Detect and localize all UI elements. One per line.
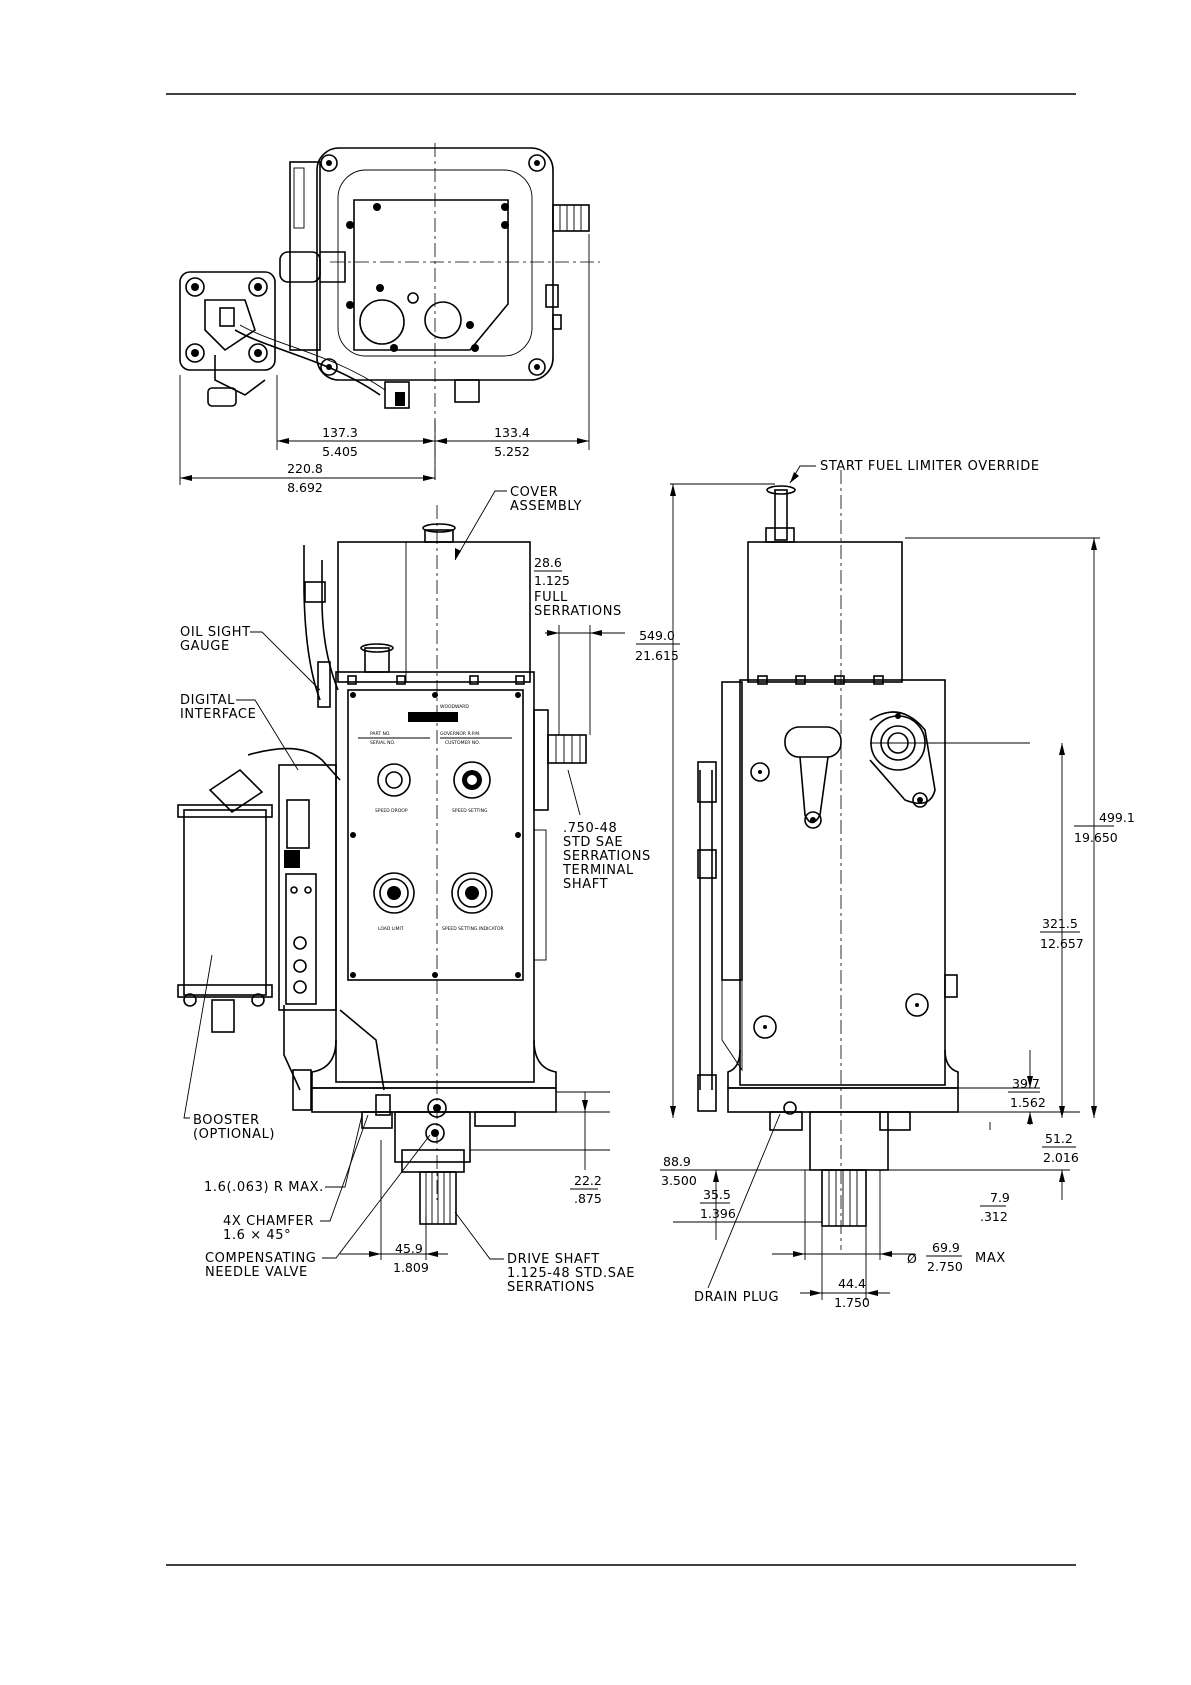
dim-45-mm: 45.9 <box>395 1241 423 1256</box>
label-terminal-shaft: SHAFT <box>563 877 608 892</box>
panel-speed-droop: SPEED DROOP <box>375 808 408 814</box>
oil-sight-gauge <box>317 661 331 708</box>
front-terminal-shaft <box>547 734 587 764</box>
dim-133-in: 5.252 <box>494 444 530 459</box>
dim-133-mm: 133.4 <box>494 425 530 440</box>
speed-setting-dial <box>453 761 491 799</box>
front-cover-assembly <box>337 541 531 683</box>
dim-549-in: 21.615 <box>635 648 679 663</box>
dim-69-mm: 69.9 <box>932 1240 960 1255</box>
label-terminal-std: STD SAE <box>563 835 623 850</box>
panel-customer-no: CUSTOMER NO. <box>445 740 480 746</box>
side-main-body <box>739 679 946 1086</box>
dim-7-in: .312 <box>980 1209 1008 1224</box>
dim-220-mm: 220.8 <box>287 461 323 476</box>
label-drain-plug: DRAIN PLUG <box>694 1290 779 1305</box>
start-fuel-limiter <box>774 489 788 541</box>
label-compensating: COMPENSATING <box>205 1251 316 1266</box>
label-digital: DIGITAL <box>180 693 235 708</box>
label-needle-valve: NEEDLE VALVE <box>205 1265 308 1280</box>
dim-39-mm: 39.7 <box>1012 1076 1040 1091</box>
digital-interface-box <box>278 764 337 1011</box>
cover-plate <box>353 199 509 351</box>
top-housing <box>316 147 554 381</box>
label-assembly: ASSEMBLY <box>510 499 582 514</box>
label-booster: BOOSTER <box>193 1113 260 1128</box>
label-chamfer: 4X CHAMFER <box>223 1214 314 1229</box>
load-limit-dial <box>373 872 415 914</box>
dim-220-in: 8.692 <box>287 480 323 495</box>
dim-22-in: .875 <box>574 1191 602 1206</box>
side-drive-shaft <box>821 1169 867 1227</box>
label-drive-spec: 1.125-48 STD.SAE <box>507 1266 635 1281</box>
label-drive-shaft: DRIVE SHAFT <box>507 1252 600 1267</box>
dial-panel <box>347 689 524 981</box>
speed-indicator-dial <box>451 872 493 914</box>
panel-brand: WOODWARD <box>440 704 469 710</box>
label-radius: 1.6(.063) R MAX. <box>204 1180 324 1195</box>
label-chamfer-size: 1.6 × 45° <box>223 1228 291 1243</box>
panel-load-limit: LOAD LIMIT <box>378 926 404 932</box>
dim-499-mm: 499.1 <box>1099 810 1135 825</box>
dim-137-in: 5.405 <box>322 444 358 459</box>
label-terminal-750: .750-48 <box>563 821 617 836</box>
dim-137-mm: 137.3 <box>322 425 358 440</box>
top-dimensions: 137.3 5.405 133.4 5.252 220.8 8.692 <box>179 234 590 495</box>
dim-22-mm: 22.2 <box>574 1173 602 1188</box>
dim-28-in: 1.125 <box>534 573 570 588</box>
label-optional: (OPTIONAL) <box>193 1127 275 1142</box>
front-view: WOODWARD PART NO. GOVERNOR R.P.M. SERIAL… <box>177 505 587 1225</box>
side-dimensions: START FUEL LIMITER OVERRIDE 549.0 21.615… <box>635 459 1135 1310</box>
panel-part-no: PART NO. <box>370 731 391 737</box>
dim-321-in: 12.657 <box>1040 936 1084 951</box>
label-start-fuel-limiter: START FUEL LIMITER OVERRIDE <box>820 459 1040 474</box>
top-view <box>179 143 600 480</box>
dim-28-mm: 28.6 <box>534 555 562 570</box>
label-drive-serrations: SERRATIONS <box>507 1280 595 1295</box>
dim-549-mm: 549.0 <box>639 628 675 643</box>
panel-governor-rpm: GOVERNOR R.P.M. <box>440 731 481 737</box>
label-terminal: TERMINAL <box>562 863 634 878</box>
dim-44-in: 1.750 <box>834 1295 870 1310</box>
label-serrations-top: SERRATIONS <box>534 604 622 619</box>
panel-serial-no: SERIAL NO. <box>370 740 395 746</box>
dim-45-in: 1.809 <box>393 1260 429 1275</box>
booster <box>183 809 267 996</box>
dim-35-mm: 35.5 <box>703 1187 731 1202</box>
dim-35-in: 1.396 <box>700 1206 736 1221</box>
dim-39-in: 1.562 <box>1010 1095 1046 1110</box>
label-terminal-serrations: SERRATIONS <box>563 849 651 864</box>
label-full: FULL <box>534 590 568 605</box>
dim-499-in: 19.650 <box>1074 830 1118 845</box>
dim-51-in: 2.016 <box>1043 1150 1079 1165</box>
top-booster-plate <box>179 271 276 371</box>
panel-speed-setting: SPEED SETTING <box>452 808 488 814</box>
dim-69-diameter: Ø <box>907 1251 917 1266</box>
side-cover <box>747 541 903 683</box>
dim-88-in: 3.500 <box>661 1173 697 1188</box>
dim-44-mm: 44.4 <box>838 1276 866 1291</box>
dim-321-mm: 321.5 <box>1042 916 1078 931</box>
label-oil-sight: OIL SIGHT <box>180 625 251 640</box>
side-base <box>727 1049 959 1089</box>
front-base <box>311 1039 557 1089</box>
dim-7-mm: 7.9 <box>990 1190 1010 1205</box>
panel-speed-indicator: SPEED SETTING INDICATOR <box>442 926 504 932</box>
speed-droop-dial <box>377 763 411 797</box>
front-callouts: COVER ASSEMBLY OIL SIGHT GAUGE DIGITAL I… <box>180 485 651 1295</box>
label-interface: INTERFACE <box>180 707 256 722</box>
front-main-body <box>335 671 535 1083</box>
label-max: MAX <box>975 1251 1006 1266</box>
label-cover: COVER <box>510 485 558 500</box>
dim-51-mm: 51.2 <box>1045 1131 1073 1146</box>
side-view <box>697 470 1030 1250</box>
dim-69-in: 2.750 <box>927 1259 963 1274</box>
label-gauge: GAUGE <box>180 639 230 654</box>
dim-88-mm: 88.9 <box>663 1154 691 1169</box>
